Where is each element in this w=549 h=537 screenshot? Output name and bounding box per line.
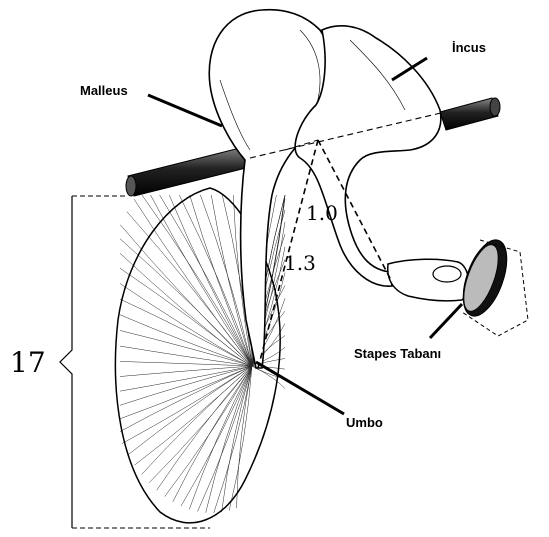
stapes-bone: [388, 234, 528, 336]
membrane-area-ratio: 17: [10, 346, 46, 379]
umbo-label: Umbo: [346, 415, 383, 430]
malleus-arm-ratio: 1.3: [284, 251, 316, 275]
incus-label: İncus: [452, 40, 486, 55]
malleus-label: Malleus: [80, 83, 128, 98]
incus-arm-ratio: 1.0: [306, 201, 338, 225]
stapes-footplate-label: Stapes Tabanı: [354, 346, 441, 361]
